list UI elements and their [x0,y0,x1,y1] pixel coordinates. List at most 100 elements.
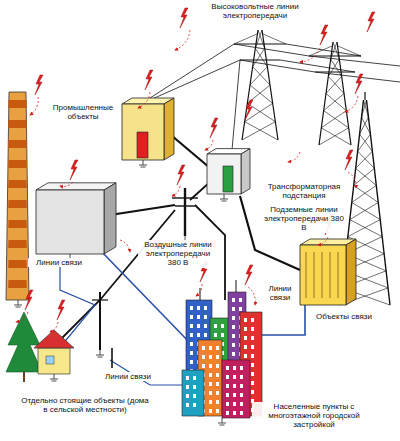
tower-brace [247,103,275,121]
city-window [204,306,207,310]
city-window [214,333,217,337]
hv-wire [280,60,355,72]
door [223,166,233,192]
city-window [226,411,229,415]
city-window [244,345,247,349]
city-window [204,315,207,319]
city-window [216,391,219,395]
chimney [6,92,29,300]
city-window [233,411,236,415]
comm-line [60,258,95,345]
city-window [233,384,236,388]
radio-tower-brace [356,168,377,185]
grey-building-top [36,183,116,190]
house [38,348,70,374]
surge-arrow [120,240,130,252]
tower-arm [240,59,280,60]
comm-building-side [346,239,356,305]
hv-wire [150,44,400,98]
city-window [209,355,212,359]
comm-grille [306,252,307,298]
city-window [244,354,247,358]
city-window [251,372,254,376]
substation [207,154,241,194]
radio-tower-brace [354,185,379,202]
city-window [233,402,236,406]
surge-arrow [16,312,28,322]
callout-label: Линии связи [100,372,156,381]
radio-tower-brace [352,203,380,220]
ground-symbol [139,165,147,166]
ground-symbol [16,307,21,308]
radio-tower-brace [348,220,380,237]
ground-symbol [220,425,225,426]
chimney-stripe [8,100,27,108]
city-window [190,342,193,346]
surge-arrow [248,287,255,305]
ground-symbol [222,418,223,423]
pole-arm [172,197,198,198]
city-window [216,409,219,413]
lightning-bolt [345,150,353,170]
lightning-bolt [35,75,43,95]
comm-grille [322,252,323,298]
city-window [202,355,205,359]
city-window [209,373,212,377]
lightning-bolt [180,8,188,28]
ground-symbol [141,167,146,168]
city-window [186,385,189,389]
tower-brace [319,128,349,145]
city-window [221,324,224,328]
tower-brace [326,76,342,93]
city-window [226,366,229,370]
tower-brace [324,111,349,128]
tower-arm [309,55,361,56]
lightning-bolt [57,300,65,320]
pole-arm [175,205,195,206]
door [137,132,148,158]
city-window [232,325,235,329]
comm-building [300,245,346,305]
city-window [240,366,243,370]
city-window [232,352,235,356]
ground-symbol [222,201,227,202]
tower-brace [250,85,273,103]
comm-grille [314,252,315,298]
city-window [193,376,196,380]
hv-wire [150,60,400,100]
city-window [233,393,236,397]
city-window [226,375,229,379]
tower-brace [253,67,270,85]
chimney-stripe [8,280,27,288]
city-window [209,346,212,350]
callout-label: Линии связи [28,258,90,267]
surge-arrow [300,48,320,62]
city-window [216,346,219,350]
surge-arrow [196,284,202,296]
callout-label: Населенные пункты с многоэтажной городск… [252,402,376,430]
radio-tower-brace [362,100,367,117]
radio-tower-brace [362,117,371,134]
pole [184,188,186,236]
tower-brace [255,30,262,48]
tower-brace [324,94,344,111]
ground-symbol [14,305,22,306]
pole [111,348,113,368]
pole [99,292,101,350]
callout-label: Высоковольтные линии электропередачи [200,2,310,20]
tower-brace [326,94,346,111]
comm-grille [338,252,339,298]
city-window [209,364,212,368]
city-window [204,324,207,328]
grey-building [36,190,104,254]
lightning-bolt [177,165,185,185]
city-window [204,333,207,337]
grey-building-side [104,183,116,254]
city-window [251,354,254,358]
surge-arrow [138,92,150,108]
city-window [209,409,212,413]
city-window [214,324,217,328]
radio-tower-brace [354,168,375,185]
tower-brace [321,128,351,145]
